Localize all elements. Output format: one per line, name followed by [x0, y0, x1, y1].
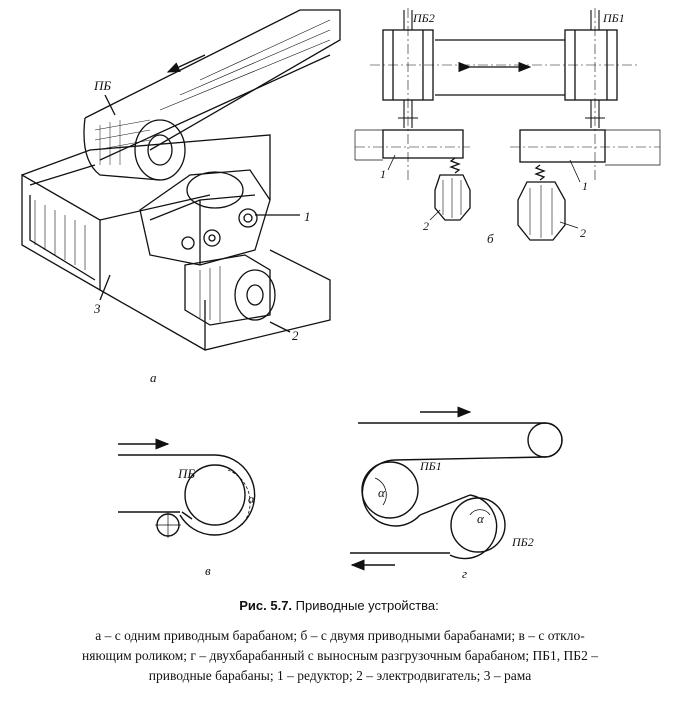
- label-b-reducer-left: 1: [380, 167, 386, 181]
- belt-g-wrap-2: [449, 494, 498, 560]
- label-b-reducer-right: 1: [582, 179, 588, 193]
- label-a-frame-number: 3: [93, 301, 101, 316]
- label-a-letter: а: [150, 370, 157, 385]
- label-a-reducer-number: 1: [304, 209, 311, 224]
- figure-caption-body: а – с одним приводным барабаном; б – с д…: [4, 626, 676, 686]
- label-a-motor-number: 2: [292, 328, 299, 343]
- label-g-alpha1: α: [378, 485, 386, 500]
- label-b-motor-left: 2: [423, 219, 429, 233]
- belt-upper: [84, 9, 341, 151]
- reducer: [139, 169, 271, 266]
- label-v-alpha: α: [248, 491, 256, 506]
- frame-base: [99, 249, 331, 351]
- label-v-letter: в: [205, 563, 211, 578]
- figure-drawings: ПБ 1 2 3 а: [21, 8, 661, 581]
- pulley-pb2: [382, 29, 434, 101]
- belt-b: [435, 39, 565, 96]
- caption-line-2: няющим роликом; г – двухбарабанный с вын…: [82, 648, 598, 663]
- label-a-pb: ПБ: [93, 78, 111, 93]
- drawing-b: [354, 8, 661, 241]
- label-b-letter: б: [487, 231, 494, 246]
- reducer-left: [382, 129, 464, 159]
- motor-right: [517, 181, 566, 241]
- belt-v-wrap: [179, 454, 256, 536]
- wrap-angle-arc-g2: [469, 509, 491, 516]
- label-g-pb1: ПБ1: [419, 459, 442, 473]
- belt-g-wrap-1: [361, 459, 421, 527]
- caption-line-1: а – с одним приводным барабаном; б – с д…: [95, 628, 585, 643]
- label-g-letter: г: [462, 566, 467, 581]
- motor-left: [434, 174, 471, 221]
- belt-lower: [99, 54, 331, 161]
- label-v-pb: ПБ: [177, 466, 195, 481]
- electric-motor: [184, 254, 271, 326]
- wrap-angle-arc-v: [227, 469, 251, 526]
- drawing-v: [118, 438, 256, 538]
- label-b-pb1: ПБ1: [602, 11, 625, 25]
- figure-number: Рис. 5.7.: [239, 598, 293, 613]
- drive-pulley-v: [184, 464, 246, 526]
- belt-direction-arrow: [166, 54, 206, 73]
- label-b-motor-right: 2: [580, 226, 586, 240]
- drawing-g: [350, 406, 563, 571]
- drive-pulley: [134, 119, 186, 181]
- belt-g-return: [394, 456, 546, 461]
- figure-title: Приводные устройства:: [295, 598, 439, 613]
- reducer-right: [519, 129, 606, 163]
- label-b-pb2: ПБ2: [412, 11, 435, 25]
- label-g-alpha2: α: [477, 511, 485, 526]
- caption-line-3: приводные барабаны; 1 – редуктор; 2 – эл…: [148, 668, 532, 683]
- drawing-a: [21, 9, 341, 351]
- frame-left: [21, 173, 101, 292]
- wrap-angle-arc-g1: [374, 477, 387, 506]
- label-g-pb2: ПБ2: [511, 535, 534, 549]
- figure-caption-title: Рис. 5.7. Приводные устройства:: [0, 598, 678, 613]
